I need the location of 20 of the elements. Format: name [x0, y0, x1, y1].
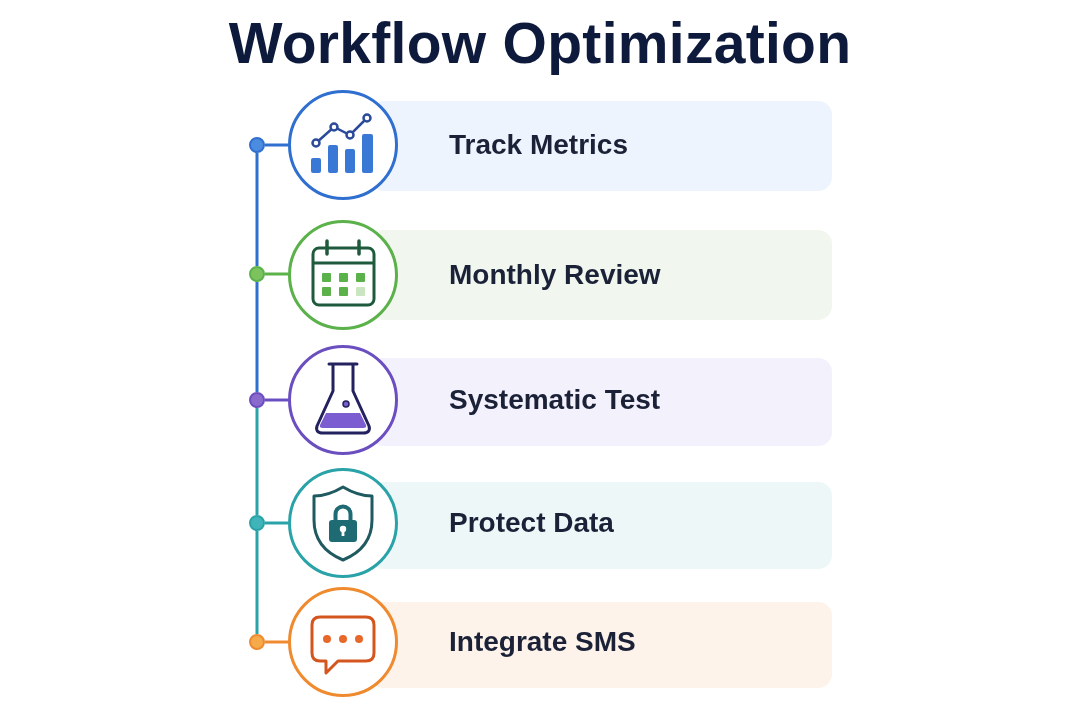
timeline-dot	[249, 392, 265, 408]
connector-line	[265, 272, 288, 276]
timeline-dot	[249, 266, 265, 282]
connector-line	[265, 640, 288, 644]
step-label: Systematic Test	[449, 383, 661, 417]
connector-line	[265, 521, 288, 525]
step-label: Integrate SMS	[449, 625, 636, 659]
step-label: Protect Data	[449, 506, 614, 540]
connector-line	[265, 398, 288, 402]
connector-line	[265, 143, 288, 147]
title: Workflow Optimization	[228, 12, 852, 75]
timeline-dot	[249, 634, 265, 650]
timeline-dot	[249, 515, 265, 531]
connector-line	[255, 531, 259, 634]
step-label: Track Metrics	[449, 128, 628, 162]
connector-line	[255, 408, 259, 515]
timeline-dot	[249, 137, 265, 153]
connector-line	[255, 153, 259, 266]
connector-line	[255, 282, 259, 392]
step-label: Monthly Review	[449, 258, 661, 292]
